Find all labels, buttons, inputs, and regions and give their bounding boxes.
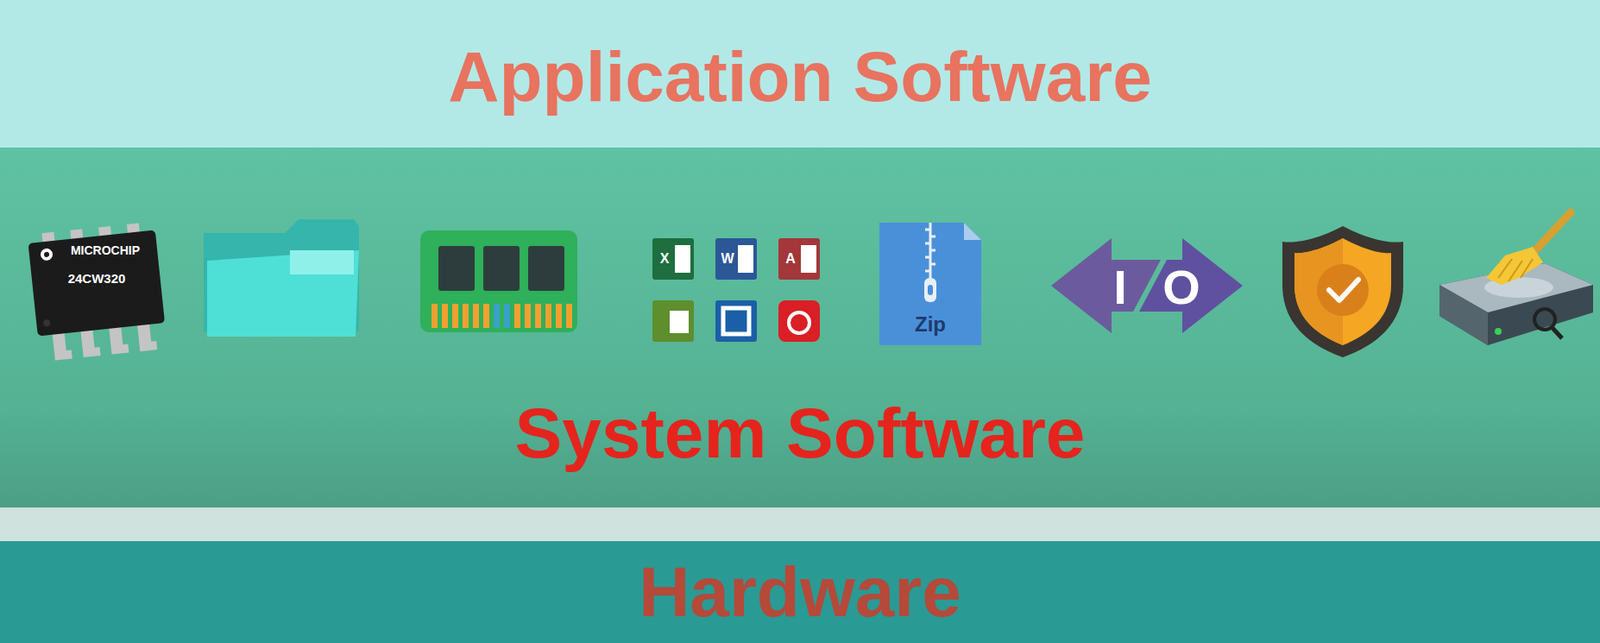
band-title: Hardware (638, 556, 962, 628)
chip-brand: MICROCHIP (70, 244, 140, 257)
zip-label: Zip (914, 314, 946, 335)
io-letter: I (1113, 263, 1128, 312)
hardware-band: Hardware (0, 541, 1600, 643)
app-letter: W (720, 251, 734, 266)
application-band: Application Software (0, 0, 1600, 148)
chip-part-number: 24CW320 (68, 271, 126, 285)
zip-icon (879, 222, 982, 346)
folder-icon (203, 219, 360, 337)
io-letter: O (1162, 263, 1201, 312)
band-title: Application Software (447, 41, 1153, 113)
memory-icon (420, 230, 578, 333)
app-letter: X (660, 251, 670, 266)
band-title: System Software (515, 397, 1086, 469)
app-letter: A (785, 251, 796, 266)
